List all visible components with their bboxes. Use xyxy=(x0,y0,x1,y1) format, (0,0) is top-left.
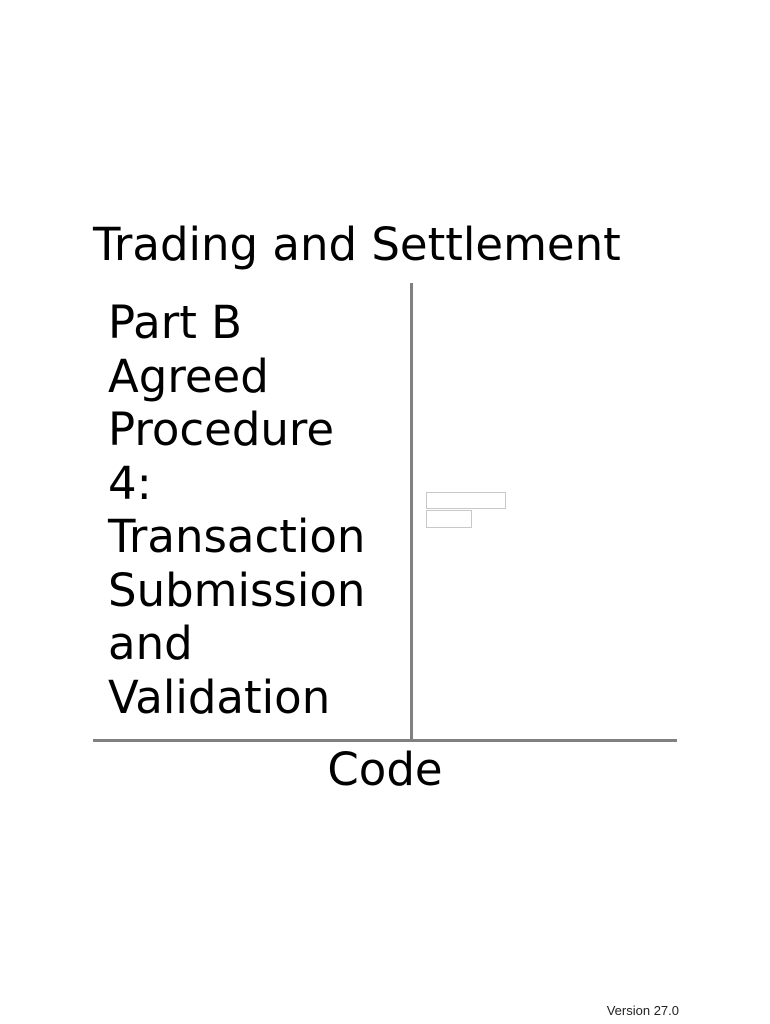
document-subtitle: Part B Agreed Procedure 4: Transaction S… xyxy=(108,296,408,724)
subtitle-line: Submission xyxy=(108,563,366,617)
document-footer-title: Code xyxy=(327,743,443,796)
subtitle-line: Procedure xyxy=(108,403,335,456)
subtitle-line: and xyxy=(108,617,193,670)
subtitle-line: Agreed xyxy=(108,349,269,403)
subtitle-line: Part B xyxy=(108,296,243,349)
version-label: Version 27.0 xyxy=(606,1003,679,1018)
subtitle-line: Transaction xyxy=(108,510,366,563)
subtitle-line: Validation xyxy=(108,670,331,724)
empty-field-box xyxy=(426,492,506,509)
empty-field-box xyxy=(426,510,472,528)
document-title: Trading and Settlement xyxy=(93,218,621,271)
horizontal-divider xyxy=(93,739,677,742)
subtitle-line: 4: xyxy=(108,456,152,510)
vertical-divider xyxy=(410,283,413,741)
